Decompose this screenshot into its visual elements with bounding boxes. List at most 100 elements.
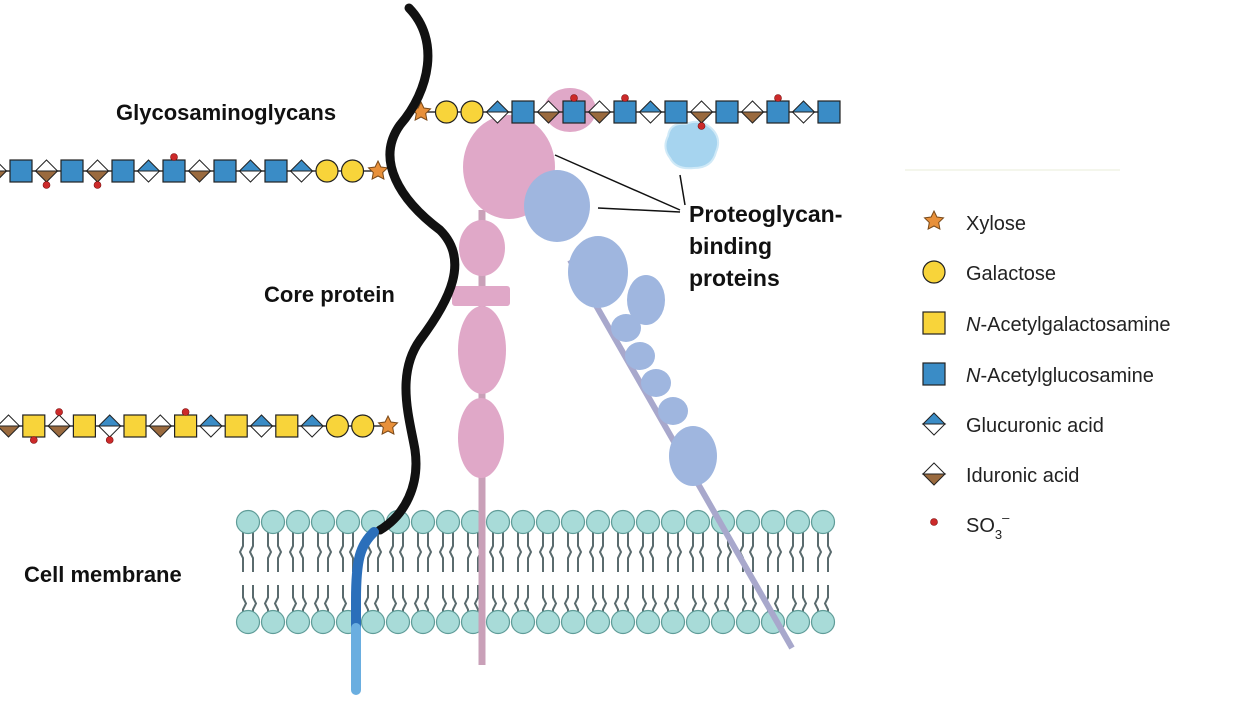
sulfate-group [170, 153, 178, 161]
lipid-tail [788, 532, 794, 572]
lipid-tail [417, 532, 423, 572]
lipid-tail [517, 532, 523, 572]
lipid-tail [238, 532, 244, 572]
sulfate-group [55, 408, 63, 416]
glucuronic-acid-residue [137, 159, 160, 183]
lipid-head [385, 609, 411, 635]
legend-galnac: N-Acetylgalactosamine [966, 314, 1171, 336]
glcnac-residue [511, 100, 535, 124]
glucuronic-acid-residue [98, 414, 122, 438]
lipid-head [535, 609, 561, 635]
glcnac-residue [111, 159, 135, 183]
glcnac-residue [817, 100, 841, 124]
galnac-icon [922, 311, 946, 335]
lipid-tail [248, 532, 254, 572]
iduronic-acid-residue [188, 159, 211, 183]
lipid-head [485, 609, 511, 635]
galnac-residue [123, 414, 147, 438]
lipid-tail [377, 532, 383, 572]
legend-xylose: Xylose [966, 213, 1026, 235]
pbp-label-line2: binding [689, 233, 772, 259]
galactose-residue [340, 159, 365, 183]
galactose-residue [315, 159, 339, 183]
lipid-head [510, 509, 536, 535]
iduronic-acid-residue [35, 159, 58, 183]
legend-glcnac: N-Acetylglucosamine [966, 365, 1154, 387]
lipid-tail [488, 532, 494, 572]
lipid-head [410, 609, 436, 635]
lipid-tail [298, 532, 304, 572]
galnac-residue [72, 414, 97, 438]
lipid-head [360, 609, 386, 635]
lipid-tail [288, 532, 294, 572]
lipid-head [660, 509, 686, 535]
galactose-icon [922, 260, 946, 284]
iduronic-acid-residue [47, 414, 71, 438]
pink-binding-protein [452, 88, 596, 665]
glycosaminoglycan-chain-middle [0, 153, 388, 189]
glcnac-residue [664, 100, 688, 124]
glycosaminoglycans-label: Glycosaminoglycans [116, 100, 336, 125]
legend-iduronic: Iduronic acid [966, 465, 1079, 487]
glucuronic-acid-residue [250, 414, 273, 438]
pbp-label-line3: proteins [689, 265, 780, 291]
sulfate-group [42, 181, 51, 189]
galnac-residue [174, 414, 198, 438]
lipid-head [235, 609, 261, 635]
glcnac-residue [562, 100, 586, 124]
lipid-head [310, 609, 336, 635]
lipid-tail [548, 532, 554, 572]
lipid-tail [588, 532, 594, 572]
lipid-head [485, 509, 511, 535]
lipid-tail [577, 532, 583, 572]
lipid-tail [398, 532, 404, 572]
lipid-tail [427, 532, 433, 572]
galnac-residue [224, 414, 248, 438]
core-protein [351, 3, 460, 695]
iduronic-acid-residue [0, 159, 7, 183]
sulfate-group [105, 436, 114, 444]
lipid-tail [527, 532, 533, 572]
lipid-tail [827, 532, 833, 572]
glcnac-residue [766, 100, 790, 124]
lipid-head [785, 509, 811, 535]
glcnac-residue [162, 159, 186, 183]
legend-galactose: Galactose [966, 263, 1056, 285]
legend: Xylose Galactose N-Acetylgalactosamine N… [905, 169, 1171, 542]
sulfate-group [181, 408, 190, 416]
pbp-label-line1: Proteoglycan- [689, 201, 842, 227]
lipid-tail [448, 532, 454, 572]
lipid-head [610, 609, 636, 635]
iduronic-acid-residue [86, 159, 109, 183]
lipid-head [260, 509, 286, 535]
lipid-tail [277, 532, 283, 572]
sulfate-group [697, 122, 706, 130]
sulfate-group [570, 94, 578, 102]
lipid-tail [698, 532, 704, 572]
legend-glucuronic: Glucuronic acid [966, 415, 1104, 437]
galnac-residue [275, 414, 299, 438]
lipid-head [685, 609, 711, 635]
lipid-head [285, 509, 311, 535]
lipid-head [585, 509, 611, 535]
lipid-tail [267, 532, 273, 572]
glucuronic-acid-residue [792, 100, 815, 124]
lipid-head [610, 509, 636, 535]
iduronic-acid-residue [0, 414, 20, 438]
cell-membrane-label: Cell membrane [24, 562, 182, 587]
iduronic-acid-residue [690, 100, 713, 124]
galactose-residue [325, 414, 349, 438]
lipid-tail [567, 532, 573, 572]
lipid-tail [538, 532, 544, 572]
binding-protein-pointers [554, 154, 686, 213]
lipid-tail [717, 532, 723, 572]
glcnac-residue [715, 100, 739, 124]
lipid-tail [388, 532, 394, 572]
lipid-head [285, 609, 311, 635]
lipid-head [660, 609, 686, 635]
glcnac-residue [213, 159, 237, 183]
lipid-head [560, 609, 586, 635]
lipid-head [435, 609, 461, 635]
lipid-tail [348, 532, 354, 572]
